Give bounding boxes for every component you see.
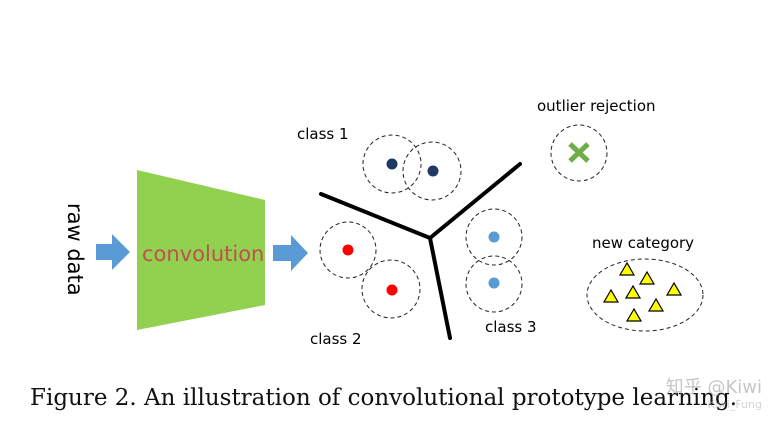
convolution-label: convolution (142, 242, 264, 266)
raw-data-label: raw data (63, 203, 87, 296)
class2-region-b (361, 259, 421, 319)
triangle-point (624, 284, 642, 299)
watermark-subtext: Kiwi_Fung (707, 398, 762, 411)
class2-region-a (319, 221, 377, 279)
boundary-left (319, 192, 432, 240)
class2-point-b (386, 284, 398, 296)
triangle-point (638, 270, 656, 285)
class1-label: class 1 (297, 125, 349, 143)
outlier-rejection-label: outlier rejection (537, 97, 656, 115)
class1-point-a (386, 158, 398, 170)
class1-point-b (427, 165, 439, 177)
prototype-regions (319, 124, 704, 332)
boundary-right (428, 162, 522, 240)
class3-region-b (465, 255, 523, 313)
triangle-point (625, 307, 643, 322)
class3-region-a (465, 208, 523, 266)
boundary-bottom (428, 236, 452, 340)
output-arrow (273, 235, 308, 271)
new-category-label: new category (592, 234, 694, 252)
class1-region-a (362, 134, 422, 194)
triangle-point (618, 261, 636, 276)
new-category-region (586, 258, 704, 332)
class1-region-b (402, 141, 462, 201)
triangle-point (647, 297, 665, 312)
triangle-point (602, 288, 620, 303)
figure-caption: Figure 2. An illustration of convolution… (30, 385, 738, 411)
outlier-region (550, 124, 608, 182)
class3-label: class 3 (485, 318, 537, 336)
decision-boundaries (319, 162, 522, 340)
convolution-block (137, 170, 265, 330)
class2-label: class 2 (310, 330, 362, 348)
watermark: 知乎 @Kiwi Kiwi_Fung (665, 377, 762, 412)
input-arrow (96, 234, 130, 270)
class2-point-a (342, 244, 354, 256)
triangle-point (665, 281, 683, 296)
new-category-points (602, 261, 683, 322)
class3-point-a (488, 231, 500, 243)
watermark-text: 知乎 @Kiwi (665, 377, 762, 398)
class3-point-b (488, 277, 500, 289)
outlier-cross-icon (568, 142, 590, 163)
